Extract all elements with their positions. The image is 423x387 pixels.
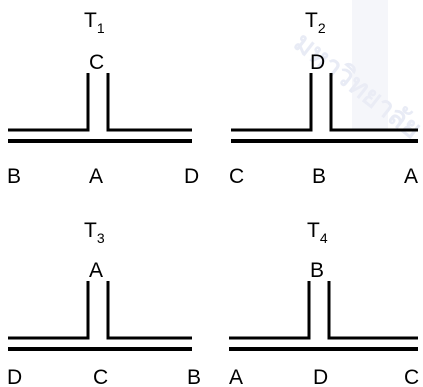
t2-center-label: B <box>312 165 326 188</box>
t4-center-label: D <box>313 366 328 387</box>
t2-right-label: A <box>404 165 418 188</box>
t4-title: T4 <box>307 219 328 246</box>
t1-right-label: D <box>184 165 199 188</box>
t1-right-branch-wall <box>106 73 192 132</box>
t-junction-t2: T2 D C B A <box>229 9 418 188</box>
t3-left-branch-wall <box>8 281 90 340</box>
watermark-shape <box>352 0 388 130</box>
t-junction-t1: T1 C B A D <box>7 9 199 188</box>
t3-center-label: C <box>93 366 108 387</box>
t4-left-branch-wall <box>229 281 311 340</box>
t1-title: T1 <box>84 9 105 36</box>
t2-left-label: C <box>229 165 244 188</box>
t3-top-label: A <box>89 259 103 282</box>
t3-right-label: B <box>187 366 201 387</box>
t4-right-branch-wall <box>327 281 418 340</box>
t1-left-label: B <box>7 165 21 188</box>
t3-right-branch-wall <box>106 281 192 340</box>
t3-left-label: D <box>7 366 22 387</box>
t2-top-label: D <box>310 51 325 74</box>
t4-left-label: A <box>229 366 243 387</box>
t1-top-label: C <box>89 51 104 74</box>
t2-left-branch-wall <box>231 73 313 132</box>
t4-right-label: C <box>404 366 419 387</box>
t-junction-t3: T3 A D C B <box>7 219 201 387</box>
t-junction-t4: T4 B A D C <box>229 219 419 387</box>
t2-title: T2 <box>305 9 326 36</box>
t1-center-label: A <box>89 165 103 188</box>
t4-top-label: B <box>310 259 324 282</box>
t1-left-branch-wall <box>8 73 90 132</box>
t3-title: T3 <box>84 219 105 246</box>
t2-right-branch-wall <box>329 73 418 132</box>
